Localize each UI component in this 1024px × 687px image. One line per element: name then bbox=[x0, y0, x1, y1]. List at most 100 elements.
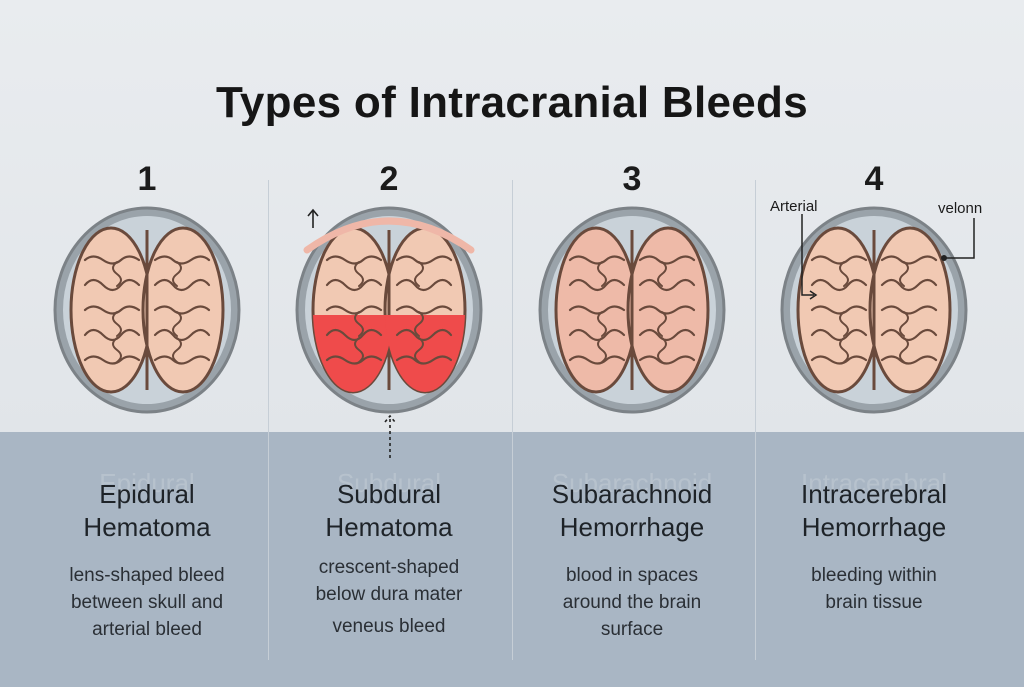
brain-hemisphere bbox=[868, 226, 952, 394]
brain-sulcus bbox=[597, 337, 607, 363]
brain-gyrus bbox=[810, 278, 868, 292]
brain-sulcus bbox=[172, 261, 182, 287]
panel-intracerebral: 4 Arterial velonn Intracerebral Intracer… bbox=[759, 0, 989, 687]
brain-sulcus bbox=[657, 261, 667, 287]
brain-gyrus bbox=[810, 255, 868, 265]
column-divider bbox=[512, 180, 513, 660]
brain-sulcus bbox=[597, 261, 607, 287]
brain-gyrus bbox=[153, 305, 211, 315]
brain-gyrus bbox=[638, 278, 696, 292]
description-line: between skull and bbox=[70, 592, 224, 613]
brain-gyrus bbox=[395, 305, 453, 315]
bleed-description: crescent-shaped below dura mater bbox=[274, 554, 504, 608]
brain-gyrus bbox=[568, 328, 626, 342]
brain-sulcus bbox=[354, 337, 364, 363]
brain-sulcus bbox=[839, 261, 849, 287]
panel-subdural: 2 Subdural Subdural Hematoma crescent-sh… bbox=[274, 0, 504, 687]
brain-gyrus bbox=[395, 355, 453, 365]
brain-gyrus bbox=[395, 328, 453, 342]
label-arterial: Arterial bbox=[770, 198, 818, 215]
brain-gyrus bbox=[83, 305, 141, 315]
annotation-velonn bbox=[944, 218, 975, 259]
ghost-title: Intracerebral bbox=[801, 468, 947, 498]
brain-sulcus bbox=[112, 311, 122, 337]
description-line: below dura mater bbox=[315, 584, 463, 605]
brain-gyrus bbox=[568, 255, 626, 265]
brain-sulcus bbox=[899, 337, 909, 363]
brain-gyrus bbox=[880, 255, 938, 265]
brain-diagram-subarachnoid bbox=[538, 206, 726, 414]
arrow-up-icon bbox=[307, 208, 319, 228]
brain-sulcus bbox=[354, 311, 364, 337]
description-line: arterial bleed bbox=[92, 619, 202, 640]
bleed-description: blood in spaces around the brain surface bbox=[517, 562, 747, 643]
ghost-title: Subdural bbox=[336, 468, 442, 498]
brain-sulcus bbox=[657, 337, 667, 363]
brain-sulcus bbox=[899, 261, 909, 287]
panel-number: 2 bbox=[379, 160, 399, 198]
brain-sulcus bbox=[172, 311, 182, 337]
brain-sulcus bbox=[414, 337, 424, 363]
brain-gyrus bbox=[325, 255, 383, 265]
brain-sulcus bbox=[112, 261, 122, 287]
bleed-type-name: Intracerebral Hemorrhage bbox=[759, 478, 989, 544]
brain-gyrus bbox=[83, 328, 141, 342]
bleed-type-name: Subdural Hematoma bbox=[274, 478, 504, 544]
name-line: Subarachnoid bbox=[551, 479, 713, 509]
description-line: blood in spaces bbox=[565, 565, 699, 586]
brain-sulcus bbox=[839, 311, 849, 337]
brain-gyrus bbox=[153, 355, 211, 365]
subdural-bleed bbox=[385, 315, 465, 392]
ghost-title: Subarachnoid bbox=[551, 468, 713, 498]
brain-sulcus bbox=[597, 311, 607, 337]
description-line: lens-shaped bleed bbox=[69, 565, 225, 586]
brain-sulcus bbox=[414, 311, 424, 337]
brain-diagram-subdural bbox=[295, 206, 483, 458]
brain-gyrus bbox=[568, 305, 626, 315]
name-line: Subdural bbox=[336, 479, 442, 509]
brain-sulcus bbox=[112, 337, 122, 363]
brain-gyrus bbox=[153, 255, 211, 265]
brain-gyrus bbox=[810, 328, 868, 342]
annotation-arterial bbox=[801, 214, 814, 296]
name-line: Hemorrhage bbox=[559, 512, 705, 542]
page-title: Types of Intracranial Bleeds bbox=[215, 78, 808, 127]
crescent-bleed bbox=[303, 217, 475, 254]
brain-gyrus bbox=[880, 355, 938, 365]
subdural-bleed bbox=[313, 315, 393, 392]
brain-gyrus bbox=[568, 355, 626, 365]
brain-gyrus bbox=[325, 278, 383, 292]
brain-sulcus bbox=[899, 311, 909, 337]
bleed-type-name: Subarachnoid Hemorrhage bbox=[517, 478, 747, 544]
brain-gyrus bbox=[880, 305, 938, 315]
brain-gyrus bbox=[638, 355, 696, 365]
name-line: Epidural bbox=[99, 479, 195, 509]
brain-gyrus bbox=[880, 328, 938, 342]
brain-hemisphere bbox=[626, 226, 710, 394]
bleed-description: bleeding within brain tissue bbox=[759, 562, 989, 616]
label-velonn: velonn bbox=[938, 200, 983, 217]
brain-diagram-epidural bbox=[53, 206, 241, 414]
brain-gyrus bbox=[568, 278, 626, 292]
arrow-dotted-icon bbox=[384, 414, 396, 458]
brain-gyrus bbox=[880, 278, 938, 292]
panel-number: 3 bbox=[622, 160, 642, 198]
name-line: Hemorrhage bbox=[801, 512, 947, 542]
brain-gyrus bbox=[83, 355, 141, 365]
name-line: Hematoma bbox=[83, 512, 211, 542]
panel-number: 4 bbox=[864, 160, 884, 198]
column-divider bbox=[268, 180, 269, 660]
brain-sulcus bbox=[657, 311, 667, 337]
name-line: Intracerebral bbox=[801, 479, 947, 509]
brain-gyrus bbox=[83, 278, 141, 292]
column-divider bbox=[755, 180, 756, 660]
panel-subarachnoid: 3 Subarachnoid Subarachnoid Hemorrhage b… bbox=[517, 0, 747, 687]
brain-hemisphere bbox=[141, 226, 225, 394]
description-line: bleeding within bbox=[811, 565, 937, 586]
name-line: Hematoma bbox=[325, 512, 453, 542]
arrow-right-icon bbox=[809, 290, 818, 300]
brain-gyrus bbox=[153, 278, 211, 292]
bleed-description: lens-shaped bleed between skull and arte… bbox=[32, 562, 262, 643]
brain-sulcus bbox=[354, 261, 364, 287]
brain-gyrus bbox=[395, 278, 453, 292]
